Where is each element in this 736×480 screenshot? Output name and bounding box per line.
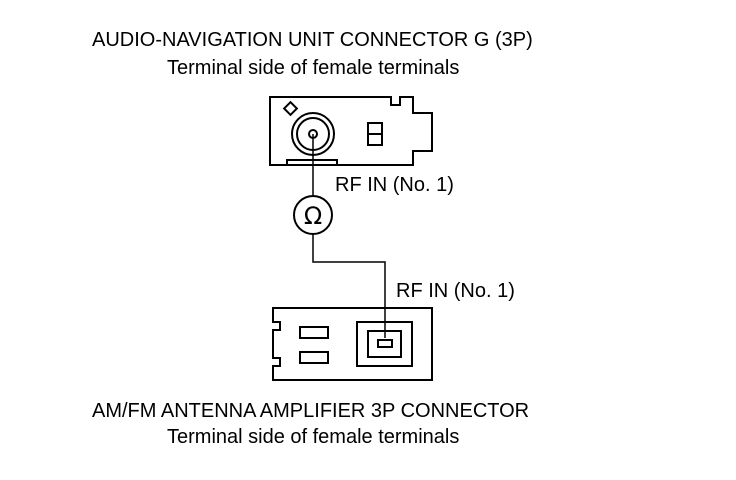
- bottom-probe-lead: [312, 234, 386, 338]
- bottom-connector-title: AM/FM ANTENNA AMPLIFIER 3P CONNECTOR: [92, 400, 530, 422]
- top-connector: [269, 96, 433, 166]
- bottom-connector-slot-lower: [299, 351, 329, 364]
- bottom-rf-terminal-pin: [377, 339, 393, 348]
- probe-wiring: [312, 134, 386, 338]
- bottom-rf-terminal-outer: [356, 321, 413, 367]
- bottom-rf-terminal-inner: [367, 330, 402, 358]
- ohm-symbol: Ω: [304, 202, 322, 230]
- ohmmeter-icon: [293, 195, 333, 235]
- top-connector-lock-tab: [286, 159, 338, 166]
- top-connector-subtitle: Terminal side of female terminals: [167, 57, 460, 79]
- bottom-connector-slot-upper: [299, 326, 329, 339]
- bottom-connector-housing: [272, 307, 433, 381]
- bottom-connector: [272, 307, 433, 381]
- top-connector-key-diamond: [282, 100, 299, 117]
- top-connector-title: AUDIO-NAVIGATION UNIT CONNECTOR G (3P): [92, 29, 533, 51]
- top-connector-housing: [269, 96, 433, 166]
- ohmmeter: Ω: [293, 195, 333, 235]
- top-terminal-label: RF IN (No. 1): [335, 174, 454, 196]
- bottom-terminal-label: RF IN (No. 1): [396, 280, 515, 302]
- bottom-connector-subtitle: Terminal side of female terminals: [167, 426, 460, 448]
